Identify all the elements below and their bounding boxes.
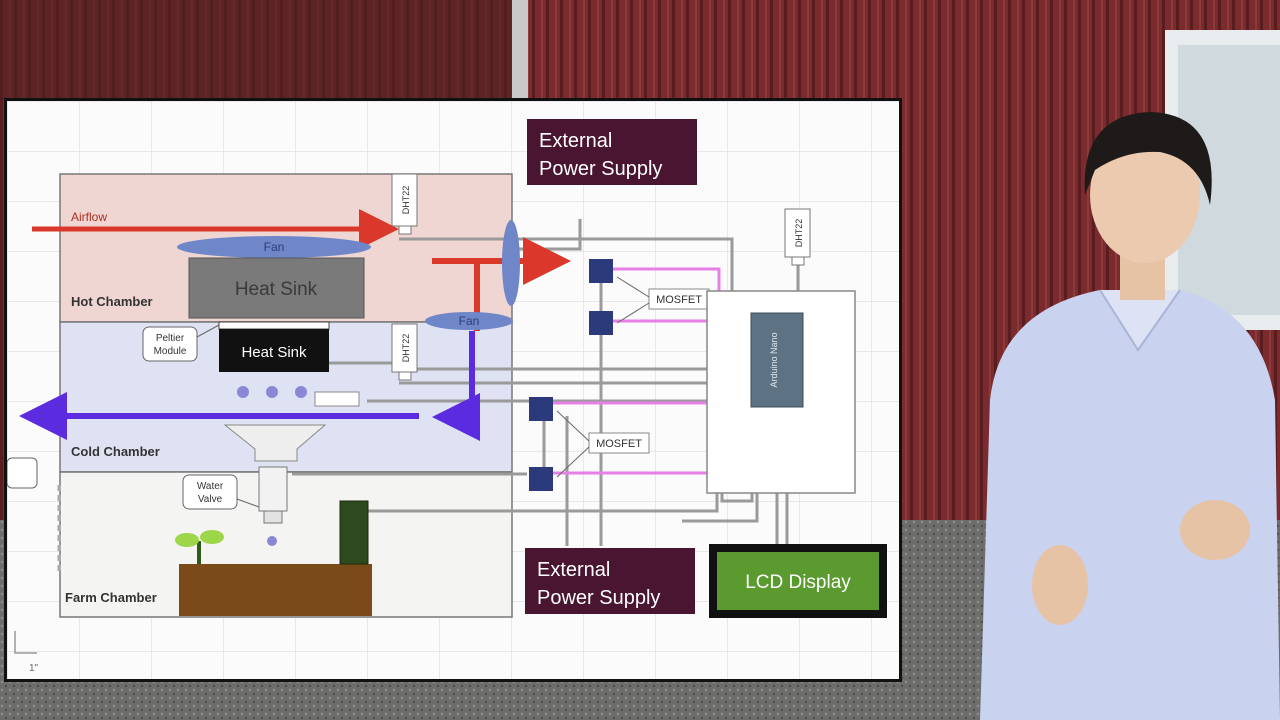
fan-top-label: Fan — [264, 240, 285, 254]
mosfet-bottom-label: MOSFET — [596, 438, 642, 450]
external-power-bottom-line1: External — [537, 559, 610, 581]
plant-leaf-right — [200, 530, 224, 544]
scale-marker — [14, 631, 37, 654]
water-funnel — [223, 424, 327, 462]
system-diagram: Hot Chamber Cold Chamber Farm Chamber Ai… — [4, 98, 902, 682]
sensor-outside: DHT22 — [784, 208, 811, 266]
presenter — [980, 112, 1280, 720]
presenter-hair — [1084, 112, 1212, 205]
water-valve-label-2: Valve — [198, 494, 223, 505]
peltier-module — [218, 321, 330, 330]
arduino-label: Arduino Nano — [769, 332, 779, 387]
scale-label: 1" — [29, 663, 39, 674]
heat-sink-bottom-label: Heat Sink — [241, 344, 307, 361]
heat-sink-top — [188, 257, 365, 319]
arduino-board — [750, 312, 804, 408]
water-valve-callout — [182, 474, 238, 510]
sensor-hot: DHT22 — [391, 173, 418, 235]
wall-trim — [512, 0, 528, 100]
peltier-label-2: Module — [154, 346, 187, 357]
farm-chamber-label: Farm Chamber — [65, 590, 157, 605]
mosfets — [529, 259, 613, 491]
external-power-bottom-line2: Power Supply — [537, 587, 660, 609]
water-valve — [258, 466, 288, 512]
lcd-label: LCD Display — [745, 572, 851, 593]
external-power-top — [527, 119, 697, 185]
control-wiring — [552, 267, 721, 475]
presenter-hand-left — [1032, 545, 1088, 625]
presenter-shirt — [980, 290, 1280, 720]
water-valve-label-1: Water — [197, 481, 224, 492]
peltier-callout — [142, 326, 198, 362]
fan-vertical — [502, 220, 520, 306]
fan-top — [177, 236, 371, 258]
airflow-cold-down-arrow — [432, 331, 481, 441]
peltier-label-1: Peltier — [156, 333, 185, 344]
sensor-cold: DHT22 — [391, 323, 418, 381]
mosfet-top-label: MOSFET — [656, 294, 702, 306]
mosfet-bottom-label-box — [588, 432, 650, 454]
diagram-canvas: Hot Chamber Cold Chamber Farm Chamber Ai… — [7, 101, 899, 679]
fan-mid-label: Fan — [459, 314, 480, 328]
presenter-hand-right — [1180, 500, 1250, 560]
soil-bed — [179, 564, 372, 616]
condensation-droplets — [237, 386, 307, 546]
fan-mid — [425, 312, 513, 330]
side-callout — [7, 457, 38, 489]
lcd-display — [717, 552, 879, 610]
svg-text:DHT22: DHT22 — [401, 334, 411, 363]
moisture-sensor — [339, 500, 369, 565]
external-power-top-line1: External — [539, 130, 612, 152]
airflow-label: Airflow — [71, 210, 107, 224]
hot-chamber-label: Hot Chamber — [71, 294, 153, 309]
external-power-top-line2: Power Supply — [539, 158, 662, 180]
heat-sink-top-label: Heat Sink — [235, 279, 318, 300]
svg-text:DHT22: DHT22 — [794, 219, 804, 248]
heat-sink-bottom — [219, 329, 329, 372]
cold-chamber-label: Cold Chamber — [71, 444, 160, 459]
plant-leaf-left — [175, 533, 199, 547]
presenter-face — [1090, 127, 1200, 263]
sensor-tag — [314, 391, 360, 407]
svg-text:DHT22: DHT22 — [401, 186, 411, 215]
external-power-bottom — [525, 548, 695, 614]
